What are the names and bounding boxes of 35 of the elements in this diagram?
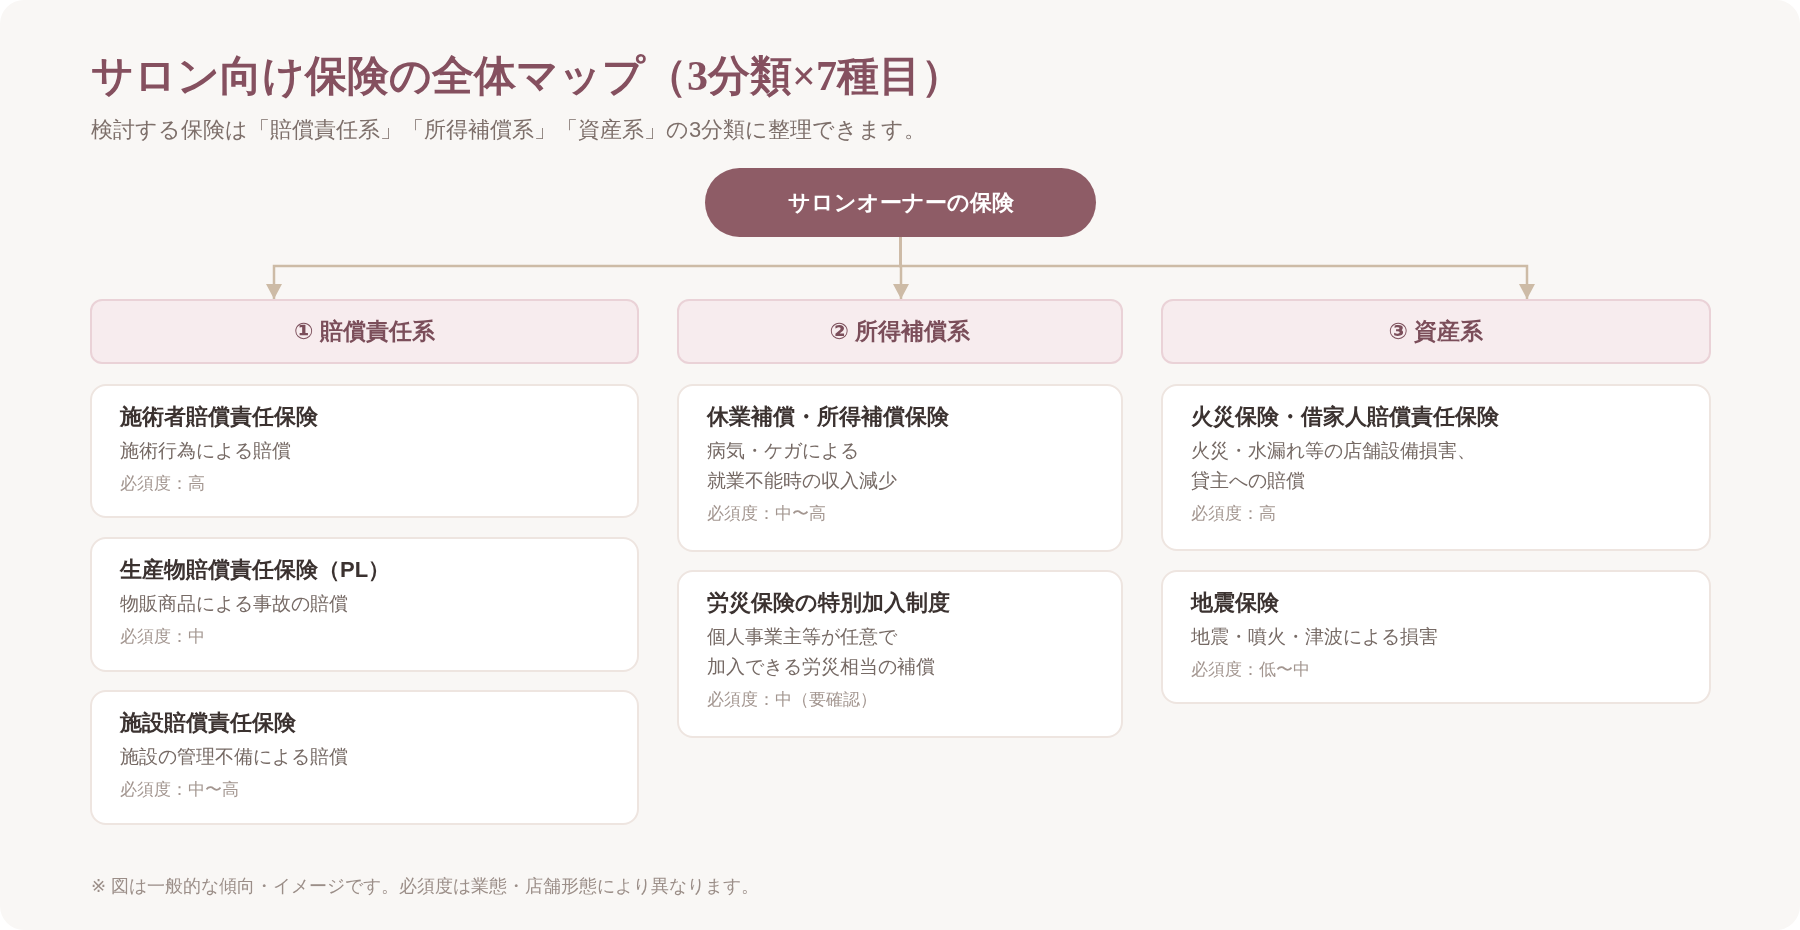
card-title: 労災保険の特別加入制度 [707, 590, 950, 616]
rating-text: 必須度：高 [120, 473, 205, 495]
rating-text: 必須度：高 [1191, 503, 1276, 525]
rating-text: 必須度：中（要確認） [707, 689, 877, 711]
card-title: 地震保険 [1191, 590, 1279, 616]
description-text: 火災・水漏れ等の店舗設備損害、貸主への賠償 [1191, 439, 1476, 493]
rating-text: 必須度：中 [120, 626, 205, 648]
category-box: ① 賠償責任系 [90, 299, 639, 364]
rating-text: 必須度：中〜高 [707, 503, 826, 525]
root-pill: サロンオーナーの保険 [705, 168, 1096, 237]
description-text: 地震・噴火・津波による損害 [1191, 625, 1438, 649]
rating-text: 必須度：低〜中 [1191, 659, 1310, 681]
card-title: 施術者賠償責任保険 [120, 404, 318, 430]
category-box: ③ 資産系 [1161, 299, 1711, 364]
rating-text: 必須度：中〜高 [120, 779, 239, 801]
card-title: 生産物賠償責任保険（PL） [120, 557, 391, 583]
insurance-card [90, 537, 639, 672]
subtitle: 検討する保険は「賠償責任系」「所得補償系」「資産系」の3分類に整理できます。 [91, 116, 927, 144]
description-text: 病気・ケガによる就業不能時の収入減少 [707, 439, 897, 493]
card-title: 休業補償・所得補償保険 [707, 404, 949, 430]
description-text: 個人事業主等が任意で加入できる労災相当の補償 [707, 625, 935, 679]
description-text: 施術行為による賠償 [120, 439, 291, 463]
card-title: 火災保険・借家人賠償責任保険 [1191, 404, 1499, 430]
insurance-card [1161, 570, 1711, 704]
insurance-card [90, 690, 639, 825]
insurance-card [677, 384, 1123, 552]
insurance-card [90, 384, 639, 518]
description-text: 物販商品による事故の賠償 [120, 592, 348, 616]
insurance-card [677, 570, 1123, 738]
description-text: 施設の管理不備による賠償 [120, 745, 348, 769]
footnote: ※ 図は一般的な傾向・イメージです。必須度は業態・店舗形態により異なります。 [91, 875, 760, 898]
card-title: 施設賠償責任保険 [120, 710, 296, 736]
title: サロン向け保険の全体マップ（3分類×7種目） [91, 52, 963, 101]
insurance-card [1161, 384, 1711, 551]
category-box: ② 所得補償系 [677, 299, 1123, 364]
